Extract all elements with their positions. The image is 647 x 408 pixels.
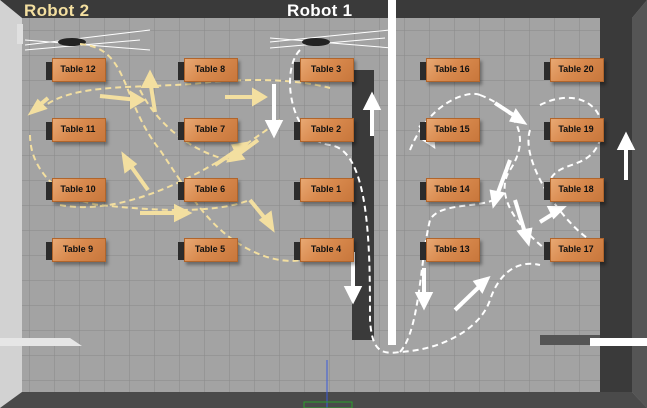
table-label: Table 7 xyxy=(194,124,226,134)
table-6: Table 6 xyxy=(178,178,238,202)
table-top xyxy=(426,178,480,202)
wall-right xyxy=(632,0,647,408)
table-label: Table 11 xyxy=(60,124,96,134)
table-15: Table 15 xyxy=(420,118,480,142)
table-top xyxy=(184,178,238,202)
table-19: Table 19 xyxy=(544,118,604,142)
robot-1-label: Robot 1 xyxy=(287,1,353,20)
robot-1-icon xyxy=(269,29,393,49)
table-12: Table 12 xyxy=(46,58,106,82)
table-label: Table 4 xyxy=(310,244,342,254)
table-top xyxy=(184,238,238,262)
ledge-left xyxy=(0,338,82,346)
robot-2-arrows xyxy=(27,69,275,233)
table-label: Table 19 xyxy=(558,124,594,134)
table-8: Table 8 xyxy=(178,58,238,82)
table-2: Table 2 xyxy=(294,118,354,142)
table-label: Table 6 xyxy=(194,184,226,194)
table-label: Table 13 xyxy=(434,244,470,254)
table-label: Table 3 xyxy=(310,64,342,74)
table-label: Table 1 xyxy=(310,184,342,194)
table-top xyxy=(52,238,106,262)
table-top xyxy=(300,238,354,262)
ledge-right xyxy=(540,335,600,345)
table-label: Table 15 xyxy=(434,124,470,134)
table-label: Table 5 xyxy=(194,244,226,254)
table-label: Table 10 xyxy=(60,184,96,194)
table-top xyxy=(52,178,106,202)
table-top xyxy=(184,58,238,82)
divider-wall xyxy=(352,70,374,340)
table-7: Table 7 xyxy=(178,118,238,142)
table-label: Table 9 xyxy=(62,244,94,254)
wall-bottom xyxy=(0,392,647,408)
table-top xyxy=(550,178,604,202)
table-label: Table 12 xyxy=(60,64,96,74)
table-label: Table 2 xyxy=(310,124,342,134)
table-top xyxy=(300,118,354,142)
table-4: Table 4 xyxy=(294,238,354,262)
table-16: Table 16 xyxy=(420,58,480,82)
wall-top xyxy=(0,0,647,18)
table-10: Table 10 xyxy=(46,178,106,202)
table-top xyxy=(426,238,480,262)
table-top xyxy=(52,58,106,82)
wall-left xyxy=(0,0,22,408)
table-label: Table 18 xyxy=(558,184,594,194)
table-3: Table 3 xyxy=(294,58,354,82)
table-11: Table 11 xyxy=(46,118,106,142)
divider-top xyxy=(388,0,396,345)
table-13: Table 13 xyxy=(420,238,480,262)
table-label: Table 16 xyxy=(434,64,470,74)
table-top xyxy=(300,58,354,82)
table-top xyxy=(300,178,354,202)
table-top xyxy=(426,58,480,82)
table-top xyxy=(550,118,604,142)
robot-2-label: Robot 2 xyxy=(24,1,90,20)
table-label: Table 17 xyxy=(558,244,594,254)
table-label: Table 20 xyxy=(558,64,594,74)
table-17: Table 17 xyxy=(544,238,604,262)
table-top xyxy=(184,118,238,142)
table-1: Table 1 xyxy=(294,178,354,202)
table-5: Table 5 xyxy=(178,238,238,262)
wall-right-inner xyxy=(600,18,632,392)
table-top xyxy=(426,118,480,142)
table-top xyxy=(52,118,106,142)
table-top xyxy=(550,58,604,82)
axis-box xyxy=(303,401,353,408)
table-label: Table 8 xyxy=(194,64,226,74)
table-18: Table 18 xyxy=(544,178,604,202)
table-14: Table 14 xyxy=(420,178,480,202)
ledge-right-white xyxy=(590,338,647,346)
table-20: Table 20 xyxy=(544,58,604,82)
table-label: Table 14 xyxy=(434,184,470,194)
table-top xyxy=(550,238,604,262)
table-9: Table 9 xyxy=(46,238,106,262)
